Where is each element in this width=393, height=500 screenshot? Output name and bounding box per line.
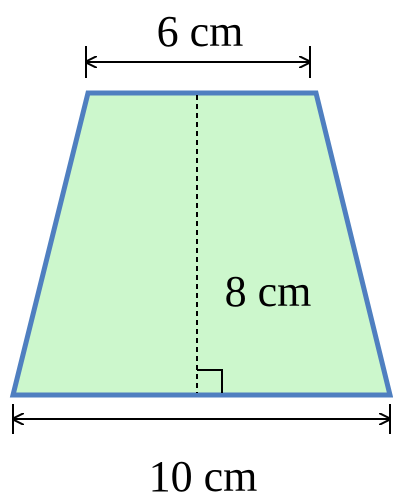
right-angle-marker	[197, 369, 223, 393]
top-base-label: 6 cm	[157, 7, 244, 56]
bottom-base-label: 10 cm	[149, 452, 258, 500]
trapezoid-shape	[9, 90, 393, 398]
height-label: 8 cm	[225, 267, 312, 316]
